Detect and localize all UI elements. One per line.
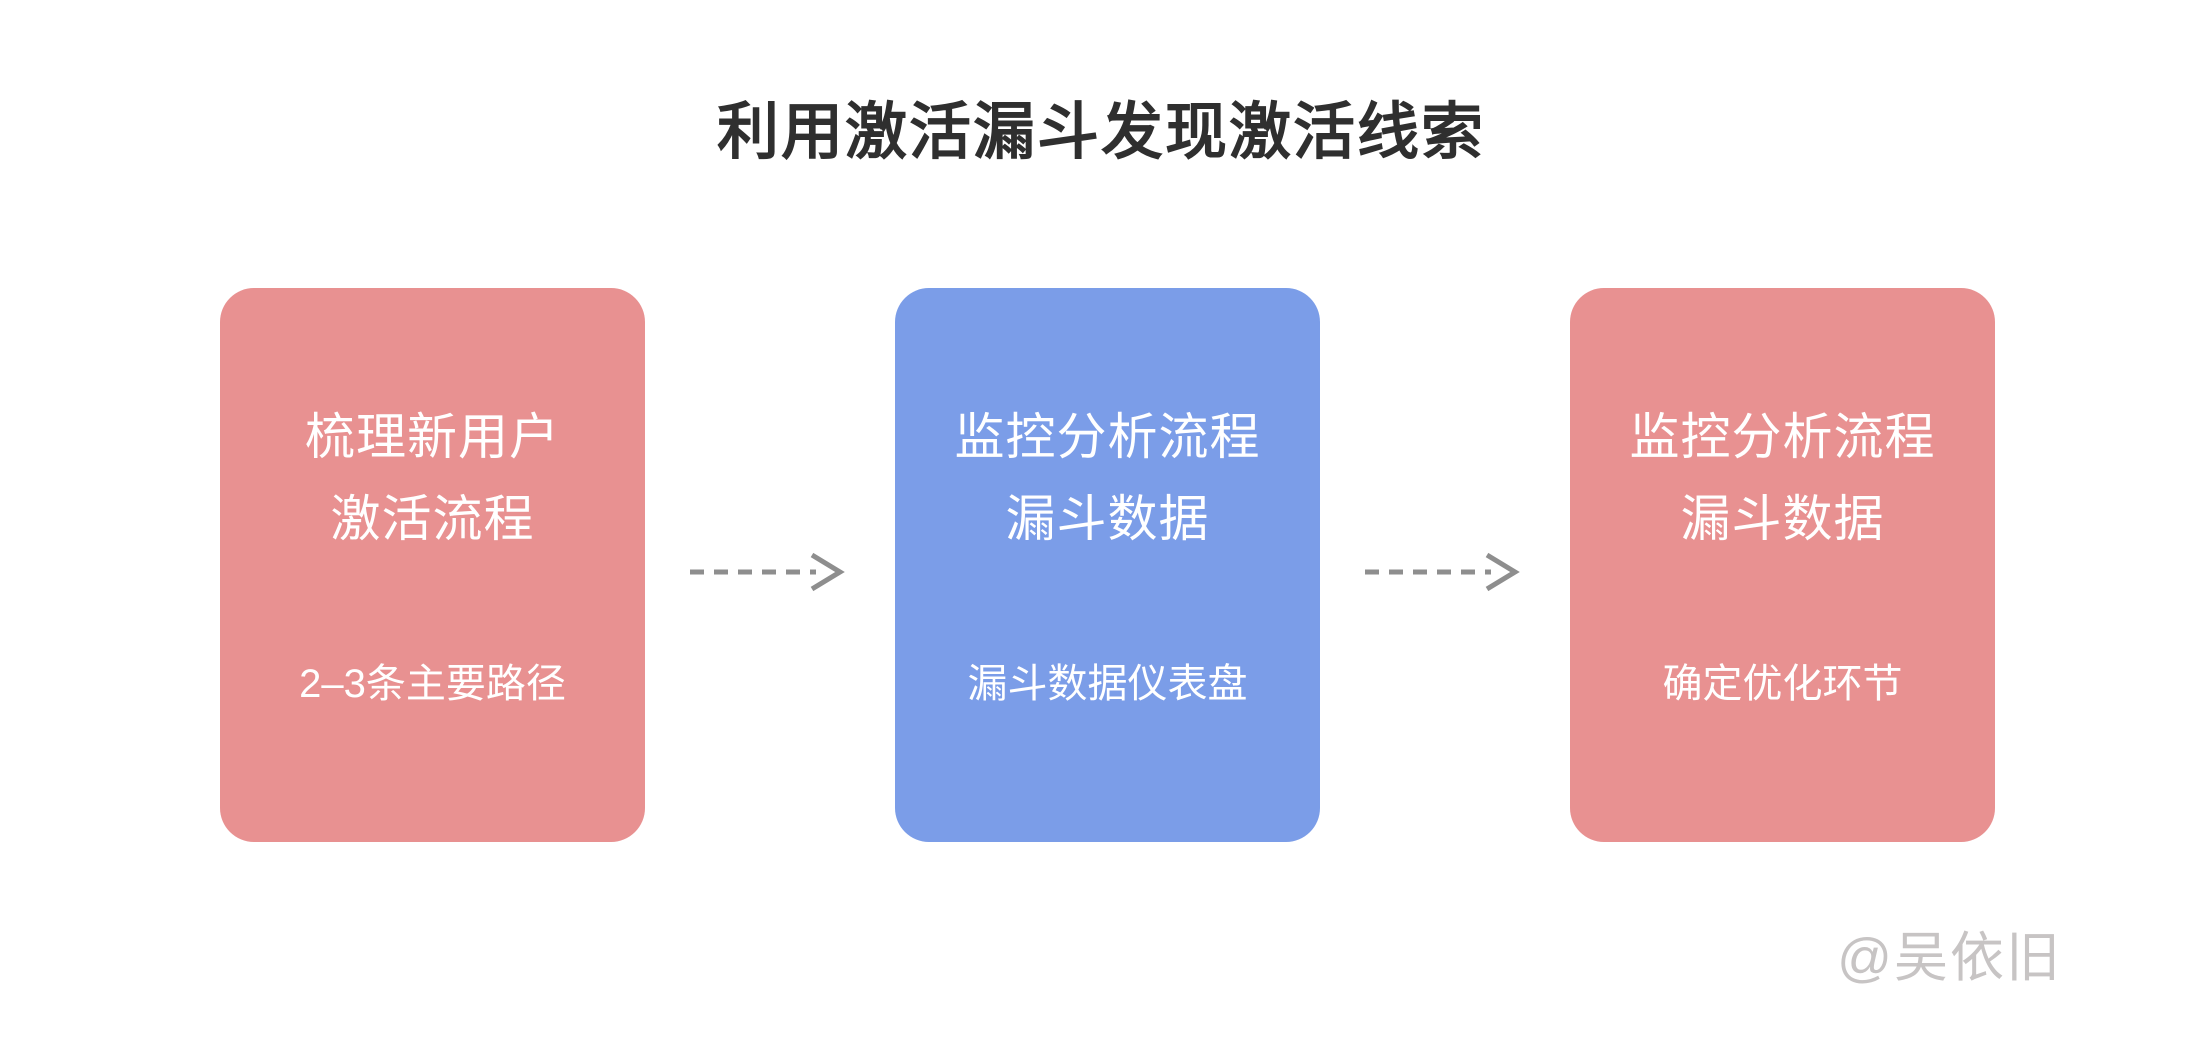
step-box-identify-optimization: 监控分析流程 漏斗数据 确定优化环节 [1570, 288, 1995, 842]
step-main-line2: 激活流程 [330, 491, 535, 547]
step-box-monitor-funnel-data: 监控分析流程 漏斗数据 漏斗数据仪表盘 [895, 288, 1320, 842]
step-main-line1: 监控分析流程 [954, 409, 1261, 465]
step-main-line1: 监控分析流程 [1629, 409, 1936, 465]
step-sub-text: 确定优化环节 [1662, 662, 1903, 706]
diagram-title: 利用激活漏斗发现激活线索 [716, 98, 1485, 167]
step-main-line2: 漏斗数据 [1005, 491, 1210, 547]
step-sub-text: 2–3条主要路径 [299, 662, 566, 706]
step-main-text: 梳理新用户 激活流程 [220, 396, 645, 560]
step-main-text: 监控分析流程 漏斗数据 [895, 396, 1320, 560]
step-main-line2: 漏斗数据 [1680, 491, 1885, 547]
step-box-sort-activation-flow: 梳理新用户 激活流程 2–3条主要路径 [220, 288, 645, 842]
watermark: @吴依旧 [1837, 928, 2062, 988]
step-main-text: 监控分析流程 漏斗数据 [1570, 396, 1995, 560]
step-sub-text: 漏斗数据仪表盘 [967, 662, 1248, 706]
dashed-arrow-icon [690, 552, 845, 592]
dashed-arrow-icon [1365, 552, 1520, 592]
step-main-line1: 梳理新用户 [305, 409, 560, 465]
